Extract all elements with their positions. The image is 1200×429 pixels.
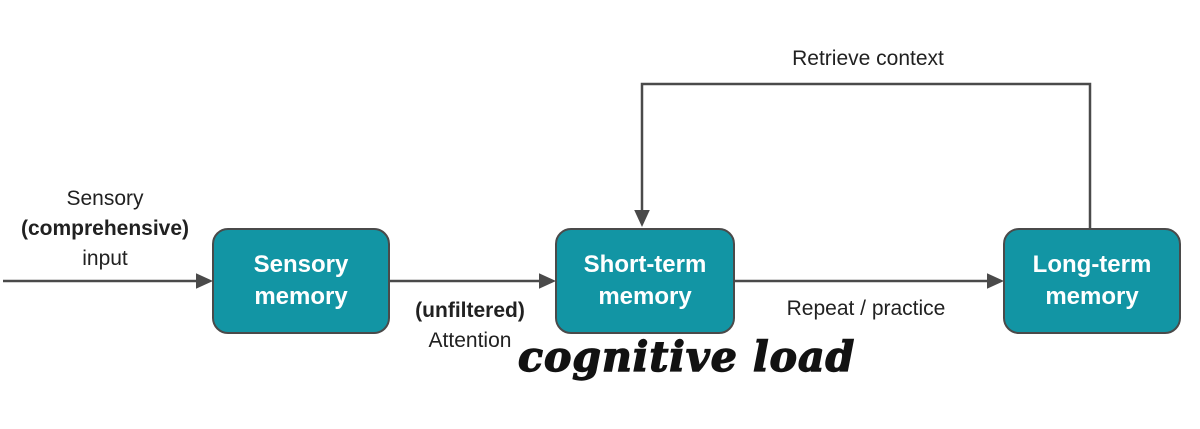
retrieve-context-label: Retrieve context <box>792 47 944 70</box>
node-long-term-memory: Long-term memory <box>1003 228 1181 334</box>
retrieve-context-loop-arrow <box>634 82 1092 228</box>
node-short-term-memory-label: Short-term memory <box>583 250 707 310</box>
sensory-input-label-line3: input <box>82 247 128 270</box>
repeat-practice-arrow <box>735 273 1004 289</box>
attention-label-line2: Attention <box>428 329 512 352</box>
sensory-input-arrow <box>3 273 213 289</box>
attention-label-line1: (unfiltered) <box>415 299 525 322</box>
sensory-input-label-line1: Sensory <box>66 187 144 210</box>
attention-label: (unfiltered) Attention <box>390 296 550 356</box>
repeat-practice-label: Repeat / practice <box>786 297 946 320</box>
sensory-input-label-line2: (comprehensive) <box>20 217 190 240</box>
cognitive-load-annotation: cognitive load <box>517 332 856 381</box>
sensory-input-label: Sensory (comprehensive) input <box>5 184 205 274</box>
attention-arrow <box>390 273 556 289</box>
node-sensory-memory: Sensory memory <box>212 228 390 334</box>
node-long-term-memory-label: Long-term memory <box>1032 250 1152 310</box>
node-short-term-memory: Short-term memory <box>555 228 735 334</box>
node-sensory-memory-label: Sensory memory <box>253 250 349 310</box>
